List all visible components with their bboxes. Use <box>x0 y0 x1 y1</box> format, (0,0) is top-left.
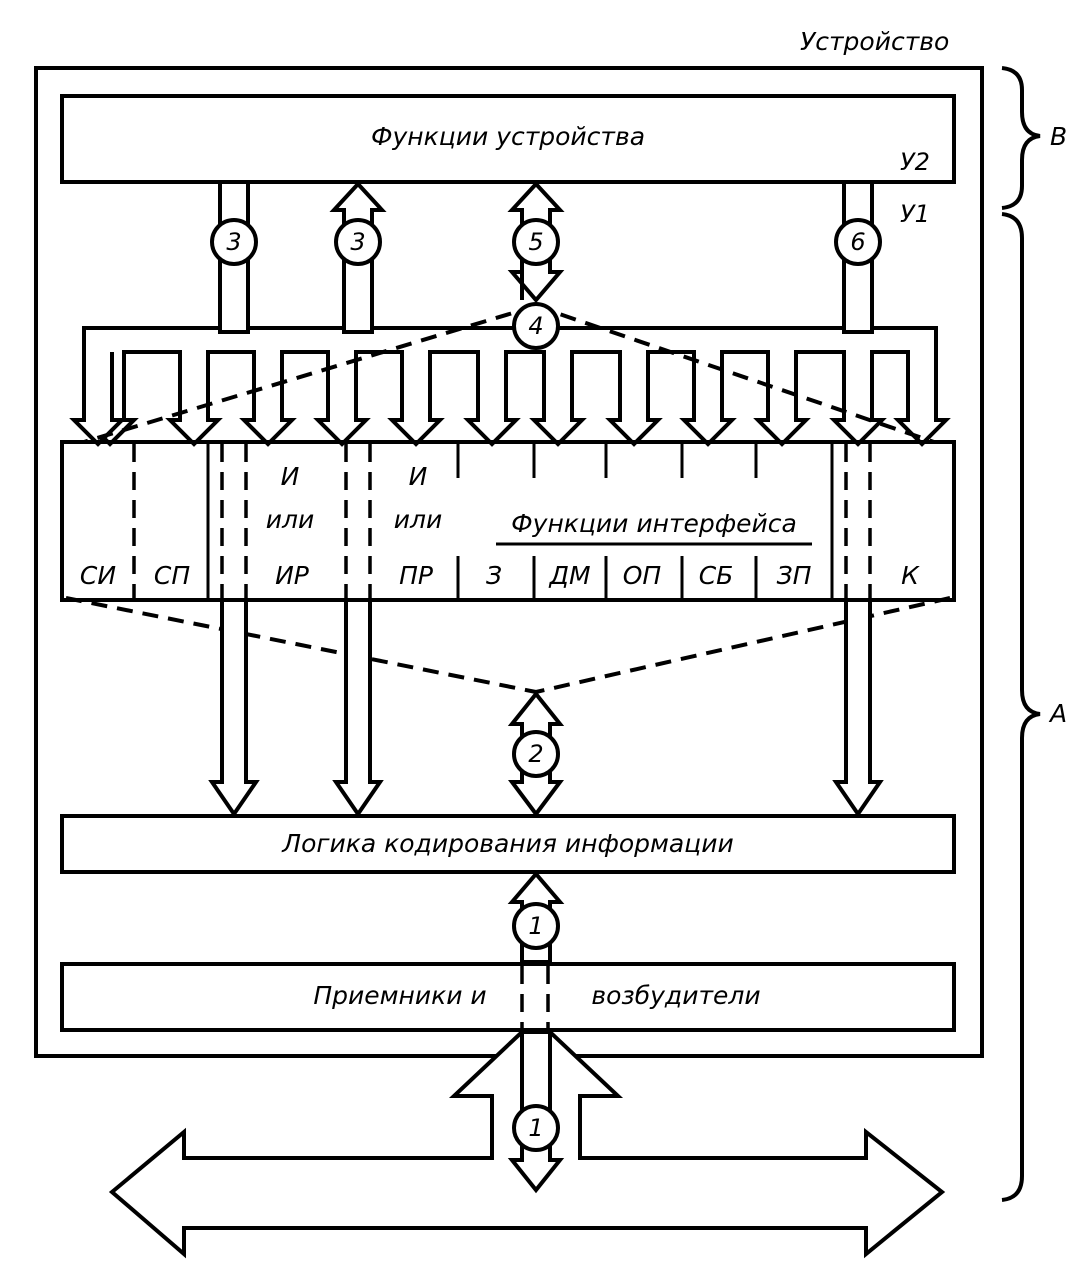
bracket-b <box>1001 66 1041 210</box>
device-functions-label: Функции устройства <box>371 122 645 151</box>
bracket-a-label: А <box>1048 699 1067 728</box>
coding-logic-label: Логика кодирования информации <box>281 829 733 858</box>
cell-dm: ДМ <box>548 561 590 590</box>
u1-tag: У1 <box>900 200 930 228</box>
device-title: Устройство <box>800 27 949 56</box>
cell-ir: ИР <box>275 561 310 590</box>
or-mark-top-1: И <box>281 462 300 491</box>
cell-si: СИ <box>80 561 116 590</box>
message-1-upper: 1 <box>512 902 560 950</box>
message-4: 4 <box>512 302 560 350</box>
message-2: 2 <box>512 730 560 778</box>
receivers-label-left: Приемники и <box>313 981 486 1010</box>
or-mark-middle-1: или <box>266 505 314 534</box>
cell-pr: ПР <box>399 561 434 590</box>
message-1-lower: 1 <box>512 1104 560 1152</box>
or-mark-middle-2: или <box>394 505 442 534</box>
bus-down-pr <box>332 598 384 818</box>
interface-functions-block <box>60 440 956 602</box>
receivers-label-right: возбудители <box>591 981 760 1010</box>
bracket-b-label: В <box>1050 122 1067 151</box>
interface-functions-label: Функции интерфейса <box>511 509 797 538</box>
svg-text:2: 2 <box>528 740 543 768</box>
svg-text:6: 6 <box>850 228 865 256</box>
dashed-fan-right <box>535 304 935 444</box>
cell-zp: ЗП <box>777 561 812 590</box>
bus-down-k <box>832 598 884 818</box>
receivers-block <box>60 962 956 1032</box>
bus-down-ir <box>208 598 260 818</box>
device-functions-block <box>60 94 956 184</box>
message-5: 5 <box>512 218 560 266</box>
svg-text:3: 3 <box>226 228 241 256</box>
cell-op: ОП <box>623 561 662 590</box>
cell-k: К <box>901 561 920 590</box>
cell-z: З <box>486 561 502 590</box>
svg-text:1: 1 <box>528 912 543 940</box>
u2-tag: У2 <box>900 148 930 176</box>
svg-text:3: 3 <box>350 228 365 256</box>
dashed-fan-lower-right <box>535 596 951 694</box>
cell-sp: СП <box>154 561 190 590</box>
svg-text:5: 5 <box>528 228 543 256</box>
or-mark-top-2: И <box>409 462 428 491</box>
svg-text:1: 1 <box>528 1114 543 1142</box>
dashed-fan-left <box>83 304 537 444</box>
message-3-right: 3 <box>334 218 382 266</box>
bracket-a <box>1001 212 1041 1202</box>
cell-sb: СБ <box>699 561 734 590</box>
distribution-bus <box>69 326 951 447</box>
coding-logic-block <box>60 814 956 874</box>
dashed-fan-lower-left <box>65 596 537 694</box>
svg-text:4: 4 <box>528 312 543 340</box>
message-6: 6 <box>834 218 882 266</box>
message-3-left: 3 <box>210 218 258 266</box>
